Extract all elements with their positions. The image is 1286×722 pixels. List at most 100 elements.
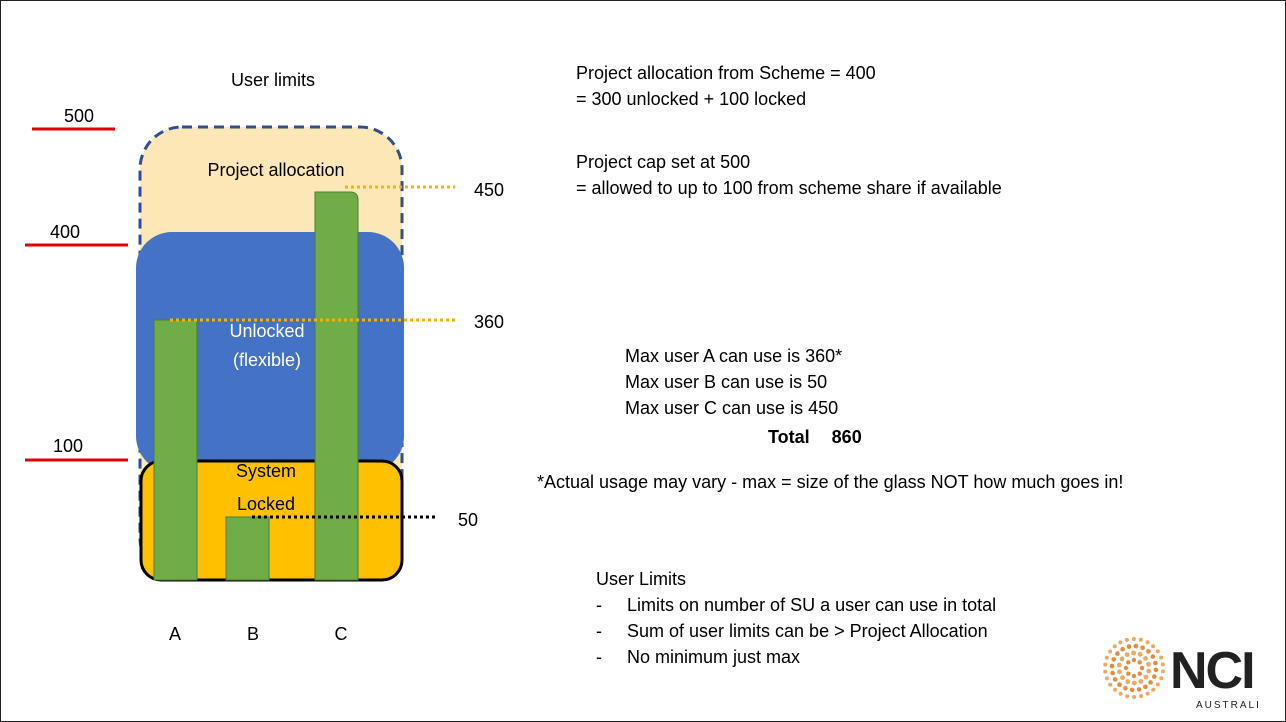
sunburst-dot [1153, 667, 1159, 673]
sunburst-dot [1159, 655, 1164, 660]
sunburst-dot [1104, 676, 1109, 681]
diagram-title: User limits [231, 70, 315, 90]
sunburst-dot [1151, 644, 1156, 649]
max-usage-list: Max user A can use is 360* Max user B ca… [625, 343, 842, 421]
sunburst-dot [1120, 646, 1125, 652]
user-label-c: C [335, 624, 348, 644]
sunburst-dot [1146, 661, 1151, 667]
marker-label-360: 360 [474, 312, 504, 332]
sunburst-dot [1124, 637, 1129, 642]
sunburst-dot [1145, 640, 1150, 645]
bar-user-b [225, 516, 270, 581]
sunburst-dot [1138, 679, 1144, 684]
max-user-b: Max user B can use is 50 [625, 372, 828, 392]
sunburst-dot [1125, 694, 1130, 699]
sunburst-dot [1145, 691, 1150, 696]
bar-user-c [314, 191, 359, 581]
sunburst-dot [1143, 656, 1148, 661]
sunburst-dot [1109, 663, 1115, 669]
sunburst-dot [1137, 651, 1143, 657]
sunburst-dot [1153, 660, 1158, 666]
sunburst-dot [1123, 665, 1129, 671]
bar-user-a [153, 319, 198, 581]
list-item: -Limits on number of SU a user can use i… [596, 595, 997, 615]
sunburst-dot [1126, 644, 1132, 649]
cap-note-line2: = allowed to up to 100 from scheme share… [576, 178, 1002, 198]
sunburst-dot [1131, 657, 1137, 663]
sunburst-dot [1143, 674, 1149, 680]
nci-logo: NCI AUSTRALIA [1103, 637, 1260, 711]
sunburst-dot [1108, 649, 1113, 654]
allocation-note-line2: = 300 unlocked + 100 locked [576, 89, 807, 109]
sunburst-dot [1129, 687, 1135, 693]
sunburst-dot [1125, 679, 1131, 685]
sunburst-dot [1159, 676, 1164, 681]
user-limits-list: User Limits -Limits on number of SU a us… [596, 566, 996, 670]
sunburst-dot [1148, 680, 1153, 685]
sunburst-dot [1143, 684, 1148, 690]
sunburst-dot [1137, 660, 1142, 665]
total-label: Total [768, 427, 810, 447]
max-user-c: Max user C can use is 450 [625, 398, 839, 418]
sunburst-dot [1138, 637, 1143, 642]
allocation-note-line1: Project allocation from Scheme = 400 [576, 63, 876, 83]
sunburst-dot [1133, 643, 1139, 649]
sunburst-dot [1120, 675, 1125, 680]
sunburst-dot [1131, 650, 1136, 656]
cap-note-line1: Project cap set at 500 [576, 152, 751, 172]
limit-label-500: 500 [64, 106, 94, 126]
sunburst-dot [1123, 686, 1128, 691]
total-row: Total 860 [768, 427, 862, 448]
max-user-a: Max user A can use is 360* [625, 346, 843, 366]
sunburst-dot [1155, 649, 1160, 654]
sunburst-dot [1117, 669, 1122, 675]
sunburst-dot [1132, 695, 1137, 699]
sunburst-dot [1131, 673, 1137, 679]
sunburst-dot [1160, 669, 1165, 674]
footnote: *Actual usage may vary - max = size of t… [537, 472, 1124, 492]
sunburst-dot [1146, 649, 1151, 654]
marker-label-50: 50 [458, 510, 478, 530]
sunburst-icon [1103, 637, 1165, 699]
sunburst-dot [1112, 644, 1117, 649]
list-item: -No minimum just max [596, 647, 801, 667]
marker-label-450: 450 [474, 180, 504, 200]
sunburst-dot [1118, 640, 1123, 645]
sunburst-dot [1124, 652, 1130, 657]
sunburst-dot [1111, 657, 1116, 662]
unlocked-label-line2: (flexible) [233, 350, 301, 370]
sunburst-dot [1132, 680, 1137, 686]
sunburst-dot [1160, 662, 1165, 667]
sunburst-dot [1115, 651, 1120, 656]
sunburst-dot [1150, 654, 1156, 659]
locked-label-line2: Locked [237, 494, 295, 514]
sunburst-dot [1151, 687, 1156, 692]
user-label-a: A [169, 624, 181, 644]
logo-sub: AUSTRALIA [1196, 700, 1260, 711]
sunburst-dot [1110, 670, 1115, 676]
user-limits-heading: User Limits [596, 569, 687, 589]
locked-label-line1: System [236, 461, 296, 481]
sunburst-dot [1117, 682, 1122, 687]
sunburst-dot [1112, 677, 1118, 682]
sunburst-dot [1119, 656, 1125, 662]
list-item: -Sum of user limits can be > Project All… [596, 621, 988, 641]
sunburst-dot [1103, 662, 1108, 667]
logo-name: NCI [1170, 642, 1254, 700]
sunburst-dot [1104, 655, 1109, 660]
unlocked-label-line1: Unlocked [229, 321, 304, 341]
sunburst-dot [1137, 671, 1142, 676]
sunburst-dot [1108, 682, 1113, 687]
sunburst-dot [1103, 669, 1108, 674]
sunburst-dot [1116, 662, 1122, 668]
sunburst-dot [1126, 671, 1131, 676]
sunburst-dot [1139, 665, 1145, 671]
sunburst-dot [1126, 660, 1131, 665]
sunburst-dot [1112, 687, 1117, 692]
sunburst-dot [1131, 637, 1136, 641]
sunburst-dot [1152, 674, 1157, 679]
sunburst-dot [1146, 668, 1152, 674]
total-value: 860 [831, 427, 862, 447]
limit-label-400: 400 [50, 222, 80, 242]
